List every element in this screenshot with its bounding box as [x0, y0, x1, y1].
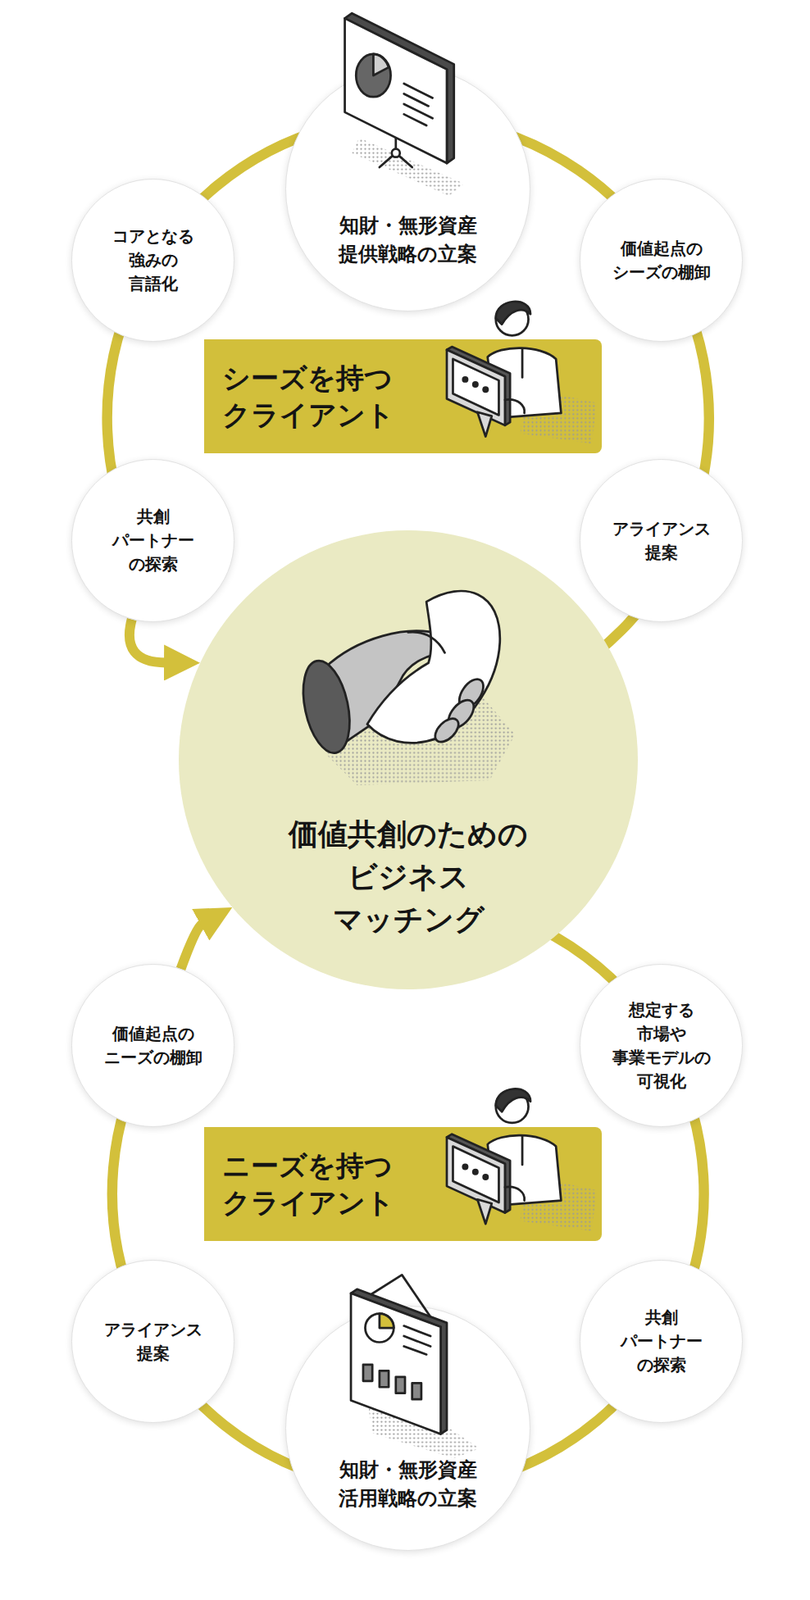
node-label: 想定する 市場や 事業モデルの 可視化 [611, 998, 712, 1094]
node-label: 共創 パートナー の探索 [103, 505, 204, 577]
node-label: 共創 パートナー の探索 [611, 1306, 712, 1378]
flow-arrow [129, 619, 166, 664]
node-label: 知財・無形資産 提供戦略の立案 [337, 211, 479, 269]
node-label: 価値起点の シーズの棚卸 [611, 236, 712, 285]
node-label: コアとなる 強みの 言語化 [103, 224, 204, 296]
node-label: シーズを持つ クライアント [222, 359, 396, 433]
node-label: ニーズを持つ クライアント [222, 1147, 396, 1220]
step-circle: 価値起点の ニーズの棚卸 [71, 964, 235, 1128]
step-circle: 想定する 市場や 事業モデルの 可視化 [579, 964, 743, 1128]
node-label: 価値起点の ニーズの棚卸 [103, 1022, 204, 1070]
node-label: アライアンス 提案 [611, 517, 712, 565]
node-label: 価値共創のための ビジネス マッチング [286, 813, 530, 942]
step-circle: アライアンス 提案 [579, 459, 743, 623]
step-circle: アライアンス 提案 [71, 1260, 235, 1424]
step-circle: 共創 パートナー の探索 [71, 459, 235, 623]
step-circle: コアとなる 強みの 言語化 [71, 178, 235, 342]
node-label: 知財・無形資産 活用戦略の立案 [337, 1456, 479, 1514]
step-circle: 共創 パートナー の探索 [579, 1260, 743, 1424]
node-label: アライアンス 提案 [103, 1318, 204, 1366]
flow-arrow [181, 923, 203, 970]
step-circle: 価値起点の シーズの棚卸 [579, 178, 743, 342]
